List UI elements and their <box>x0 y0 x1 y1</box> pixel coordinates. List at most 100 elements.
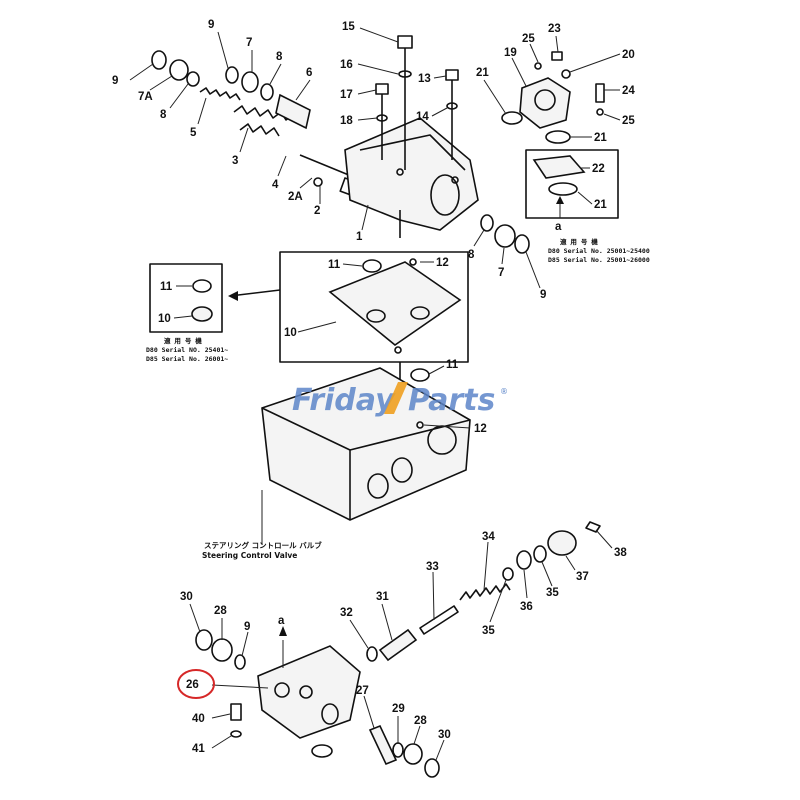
part-14-washer <box>446 102 458 110</box>
leader-27 <box>363 695 375 729</box>
callout-3: 3 <box>232 155 238 167</box>
leader-9a <box>129 63 154 81</box>
callout-21b: 21 <box>594 132 607 144</box>
callout-15: 15 <box>342 21 355 33</box>
inset-part-11-oring <box>192 279 212 293</box>
callout-7A: 7A <box>138 91 153 103</box>
leader-14 <box>431 107 448 117</box>
part-32-ring <box>366 646 378 662</box>
upper-body-hole-2 <box>451 176 459 184</box>
callout-9b: 9 <box>208 19 214 31</box>
serial-right-1: D80 Serial No. 25001~25400 <box>548 247 650 255</box>
callout-11a: 11 <box>328 259 341 271</box>
serial-notes: 適 用 号 機 D80 Serial No. 25001~25400 D85 S… <box>146 237 650 363</box>
callout-17: 17 <box>340 89 353 101</box>
part-10-plate <box>328 261 462 347</box>
leader-34 <box>483 541 489 591</box>
part-9-ring-left <box>234 654 246 670</box>
arrow-head-a-top <box>556 196 564 204</box>
leader-18 <box>357 117 378 121</box>
callout-30b: 30 <box>438 729 451 741</box>
body-26-hole-2 <box>299 685 313 699</box>
caption-jp: ステアリング コントロール バルブ <box>204 540 322 550</box>
callout-26: 26 <box>186 679 199 691</box>
part-30-ring-right <box>424 758 440 778</box>
part-8-oring <box>186 71 200 87</box>
body-26-port <box>321 703 339 725</box>
callout-20: 20 <box>622 49 635 61</box>
leader-25a <box>529 43 539 63</box>
part-21b-oring <box>545 130 571 144</box>
leader-5 <box>197 97 207 125</box>
callout-36: 36 <box>520 601 533 613</box>
part-21c-oring <box>548 182 578 196</box>
callout-a-bottom: a <box>278 615 285 627</box>
callout-35b: 35 <box>482 625 495 637</box>
part-28-plug-right <box>403 743 423 765</box>
bottom-oring <box>311 744 333 758</box>
callout-25b: 25 <box>622 115 635 127</box>
part-15-bolt-head <box>397 35 413 49</box>
part-27-rod <box>368 724 398 766</box>
part-8-oring-right <box>480 214 494 232</box>
leader-23 <box>555 35 559 53</box>
part-31-spool <box>378 628 418 662</box>
leader-32 <box>349 619 369 649</box>
callout-21a: 21 <box>476 67 489 79</box>
part-11-oring <box>362 259 382 273</box>
callout-34: 34 <box>482 531 495 543</box>
callout-37: 37 <box>576 571 589 583</box>
part-21-oring-a <box>501 111 523 125</box>
inset-box-left <box>149 263 223 333</box>
part-2-pin <box>313 177 323 187</box>
leader-16 <box>357 63 399 75</box>
leader-1 <box>361 204 369 231</box>
callout-9a: 9 <box>112 75 118 87</box>
callout-33: 33 <box>426 561 439 573</box>
part-33-rod <box>419 605 459 635</box>
part-35-ring <box>533 545 547 563</box>
part-25-washer <box>534 62 542 70</box>
leader-35b <box>489 579 507 623</box>
leader-28b <box>413 725 421 745</box>
part-6-spool <box>275 93 311 130</box>
watermark-part1: Friday <box>292 383 396 418</box>
plate-inset-box <box>279 251 469 363</box>
callout-28a: 28 <box>214 605 227 617</box>
leader-40 <box>211 713 231 719</box>
caption-en: Steering Control Valve <box>202 551 297 560</box>
part-9-seal <box>225 66 239 84</box>
upper-valve-body <box>344 117 479 238</box>
upper-body-port <box>430 174 460 216</box>
upper-body-edge <box>359 134 466 171</box>
leader-8a <box>269 63 282 85</box>
part-12-pin <box>409 258 417 266</box>
leader-13 <box>433 75 447 79</box>
callout-32: 32 <box>340 607 353 619</box>
leader-9c <box>525 251 541 289</box>
plate-hole-2 <box>410 306 430 320</box>
part-7-plug-right <box>494 224 516 248</box>
part-11-oring-mid <box>410 368 430 382</box>
callout-11c: 11 <box>446 359 459 371</box>
part-34-spring <box>459 583 511 601</box>
leader-36 <box>523 569 528 599</box>
part-23-bolt <box>551 51 563 61</box>
callout-25a: 25 <box>522 33 535 45</box>
callout-8a: 8 <box>276 51 283 63</box>
callout-41: 41 <box>192 743 205 755</box>
part-5-spring <box>199 87 241 101</box>
callout-13: 13 <box>418 73 431 85</box>
arrow-head-a-bottom <box>279 626 287 636</box>
bottom-valve-assembly <box>195 521 601 778</box>
leader-17 <box>357 89 377 95</box>
leader-11a <box>342 263 363 267</box>
callout-38: 38 <box>614 547 627 559</box>
leader-lines <box>129 27 621 761</box>
part-19-port <box>534 89 556 111</box>
callout-16: 16 <box>340 59 353 71</box>
inset-arrow-head <box>228 291 238 301</box>
callout-24: 24 <box>622 85 635 97</box>
leader-26 <box>211 684 269 689</box>
